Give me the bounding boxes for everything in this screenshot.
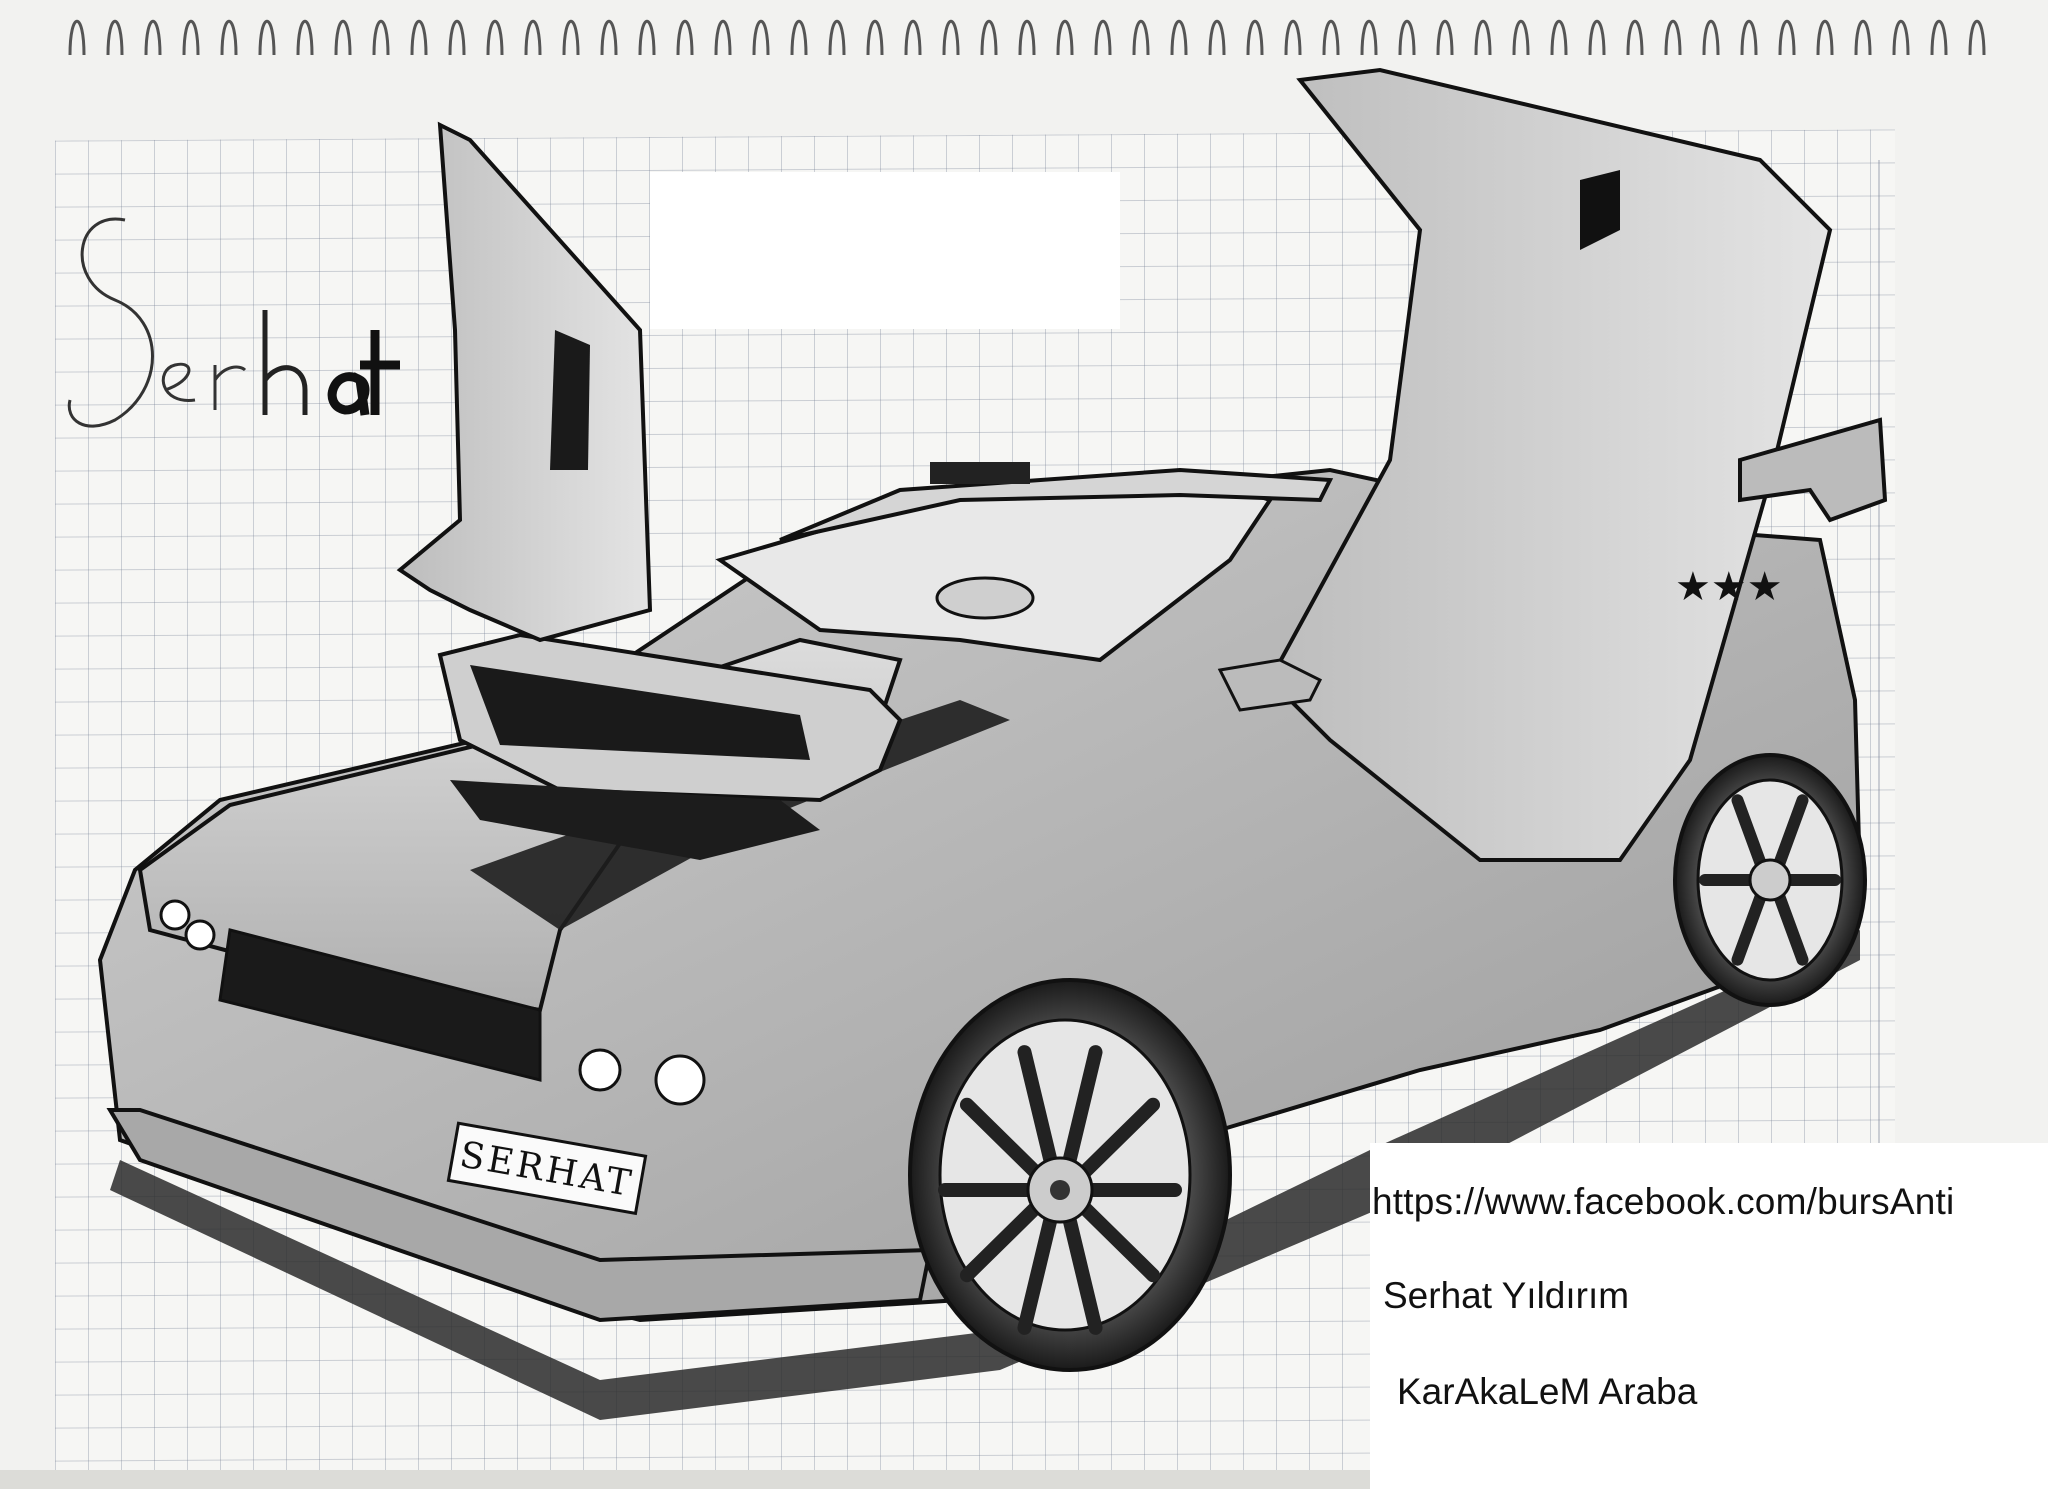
caption-panel: https://www.facebook.com/bursAnti Serhat… [1370,1143,2048,1489]
spiral-ring [828,20,846,56]
spiral-ring [714,20,732,56]
spiral-binding [68,20,1986,56]
headlight-left-2 [184,919,216,951]
spiral-ring [1132,20,1150,56]
wheel-spoke [959,1097,1043,1180]
stars-decal: ★★★ [1675,564,1783,610]
spiral-ring [1854,20,1872,56]
front-bumper [106,1108,933,1323]
spiral-ring [1056,20,1074,56]
front-wheel [908,978,1232,1372]
spiral-ring [866,20,884,56]
spiral-ring [904,20,922,56]
spiral-ring [1436,20,1454,56]
roof-scoop [930,462,1030,484]
roof [779,467,1334,542]
spiral-ring [1170,20,1188,56]
spiral-ring [1778,20,1796,56]
wheel-spoke [1017,1045,1058,1169]
left-door [396,121,653,643]
spiral-ring [182,20,200,56]
spiral-ring [790,20,808,56]
wheel-spoke [1773,794,1809,871]
spiral-ring [1664,20,1682,56]
spiral-ring [1018,20,1036,56]
spiral-ring [106,20,124,56]
spiral-ring [1816,20,1834,56]
wheel-spoke [1062,1045,1103,1169]
spiral-ring [1588,20,1606,56]
headlight-right-2 [654,1054,706,1106]
headlight-left-1 [159,899,191,931]
spiral-ring [1398,20,1416,56]
spiral-ring [1626,20,1644,56]
spiral-ring [1892,20,1910,56]
spiral-ring [1740,20,1758,56]
spiral-ring [676,20,694,56]
redaction-box [650,172,1120,329]
spiral-ring [486,20,504,56]
spiral-ring [1360,20,1378,56]
left-door-window [550,330,590,470]
spiral-ring [410,20,428,56]
artwork-title: KarAkaLeM Araba [1397,1371,1698,1412]
wheel-spoke [959,1200,1043,1283]
spiral-ring [372,20,390,56]
spiral-ring [524,20,542,56]
spiral-ring [448,20,466,56]
wheel-spoke [1017,1211,1058,1335]
facebook-link[interactable]: https://www.facebook.com/bursAnti [1372,1181,1955,1222]
spiral-ring [1930,20,1948,56]
spiral-ring [1094,20,1112,56]
wheel-spoke [1731,794,1767,871]
spiral-ring [296,20,314,56]
spiral-ring [752,20,770,56]
front-grille [218,928,542,1082]
spiral-ring [1208,20,1226,56]
handwritten-signature [67,217,400,428]
wheel-spoke [1731,889,1767,966]
side-mirror [1217,658,1323,712]
margin-line [1878,160,1880,1470]
spiral-ring [638,20,656,56]
wheel-spoke [1773,889,1809,966]
wheel-spoke [1062,1211,1103,1335]
rear-wheel [1673,753,1867,1007]
rear-wing [1738,417,1888,523]
spiral-ring [1702,20,1720,56]
spiral-ring [258,20,276,56]
wheel-spoke [1077,1097,1161,1180]
author-name: Serhat Yıldırım [1383,1275,1630,1316]
spiral-ring [1322,20,1340,56]
spiral-ring [1550,20,1568,56]
spiral-ring [334,20,352,56]
spiral-ring [942,20,960,56]
rear-mirror [935,576,1035,620]
spiral-ring [1246,20,1264,56]
spiral-ring [600,20,618,56]
right-door-window [1580,170,1620,250]
spiral-ring [220,20,238,56]
scoop-opening [470,665,810,760]
wheel-spoke [1077,1200,1161,1283]
spiral-ring [1474,20,1492,56]
scoop-shadow [450,780,820,860]
spiral-ring [1284,20,1302,56]
headlight-right-1 [578,1048,622,1092]
spiral-ring [1512,20,1530,56]
spiral-ring [1968,20,1986,56]
spiral-ring [562,20,580,56]
spiral-ring [68,20,86,56]
spiral-ring [144,20,162,56]
spiral-ring [980,20,998,56]
right-door [1267,67,1833,862]
